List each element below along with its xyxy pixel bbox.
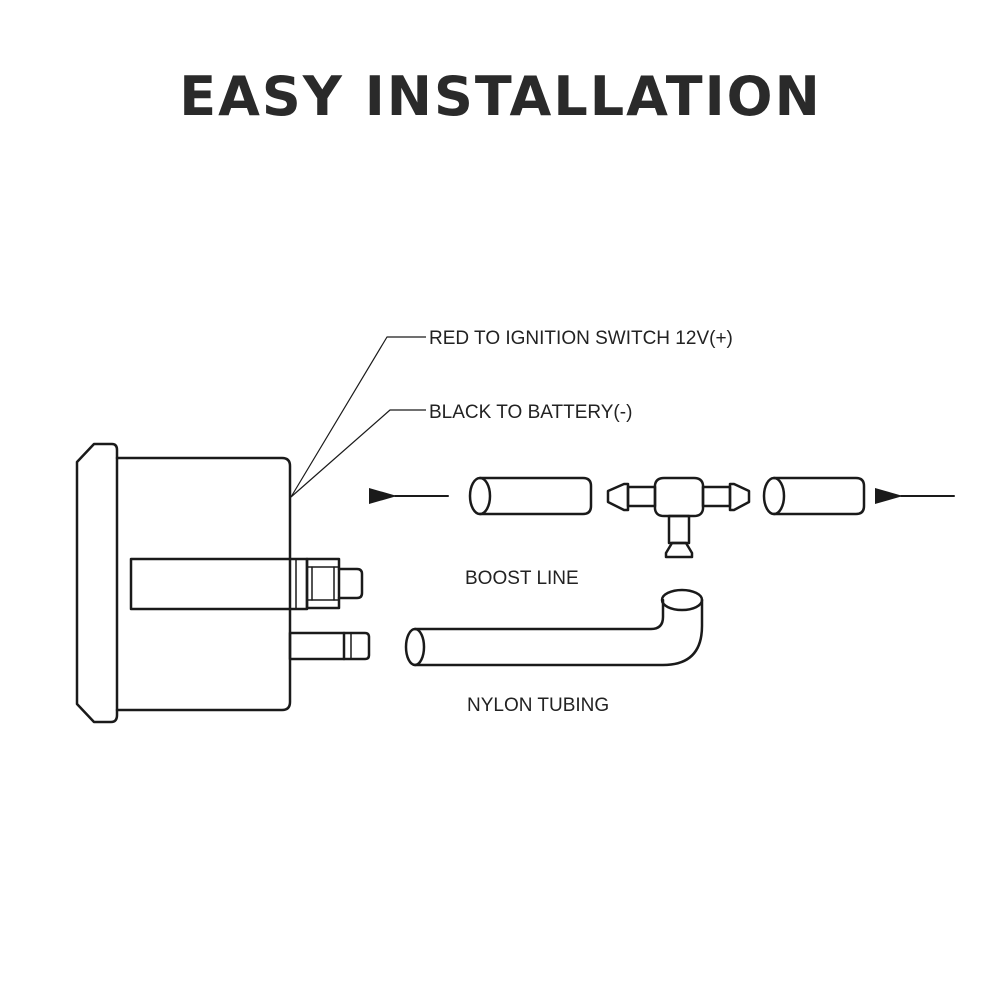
boost-line-label: BOOST LINE <box>465 568 579 589</box>
mounting-bracket <box>129 557 309 611</box>
page-title: EASY INSTALLATION <box>179 65 822 128</box>
gauge-fitting <box>288 631 346 661</box>
boost-hose-right <box>762 476 866 516</box>
gauge-body <box>115 456 292 712</box>
black-wire-label: BLACK TO BATTERY(-) <box>429 402 632 423</box>
red-wire-label: RED TO IGNITION SWITCH 12V(+) <box>429 328 733 349</box>
mounting-stud <box>337 567 364 600</box>
nylon-tubing-label: NYLON TUBING <box>467 695 609 716</box>
red-wire-leader <box>290 336 426 498</box>
nylon-tubing-shape <box>404 588 704 667</box>
gauge-bezel <box>75 442 119 724</box>
black-wire-leader <box>290 409 426 498</box>
mounting-nut <box>305 557 341 610</box>
t-connector <box>606 476 751 559</box>
boost-hose-left <box>468 476 593 516</box>
